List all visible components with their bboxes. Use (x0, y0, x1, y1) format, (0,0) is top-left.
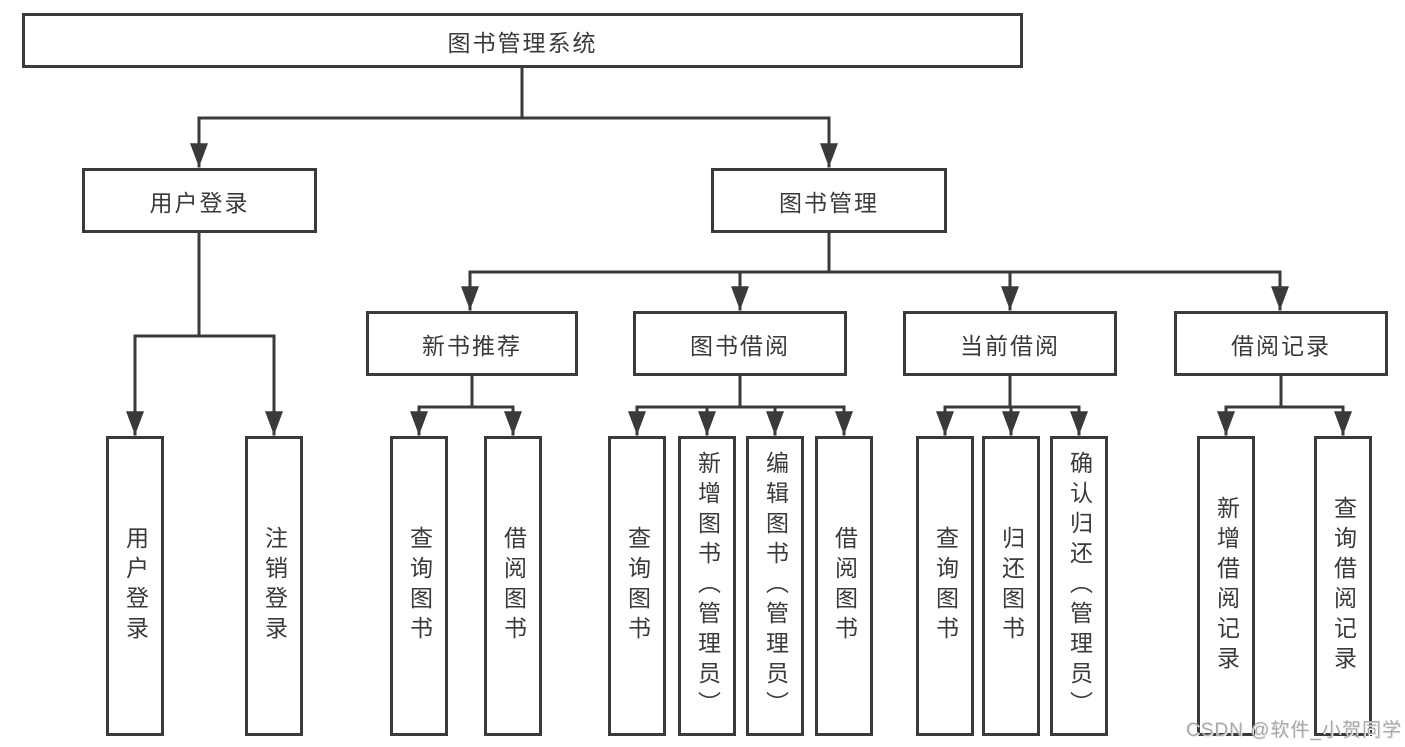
node-book-borrowing: 图书借阅 (633, 311, 847, 376)
node-borrowing-records: 借阅记录 (1174, 311, 1388, 376)
leaf-add-borrow-record-label: 新增借阅记录 (1213, 496, 1240, 676)
leaf-query-books-borrow-label: 查询图书 (624, 526, 651, 646)
node-borrowing-records-label: 借阅记录 (1231, 332, 1331, 359)
leaf-logout: 注销登录 (245, 436, 303, 736)
leaf-user-login-label: 用户登录 (122, 526, 149, 646)
leaf-add-books-admin: 新增图书（管理员） (678, 436, 736, 736)
node-root-library-system: 图书管理系统 (22, 13, 1023, 68)
leaf-query-books-recommend: 查询图书 (390, 436, 448, 736)
leaf-add-borrow-record: 新增借阅记录 (1197, 436, 1255, 736)
leaf-confirm-return-admin-label: 确认归还（管理员） (1066, 451, 1093, 721)
node-book-borrowing-label: 图书借阅 (690, 332, 790, 359)
csdn-watermark: CSDN @软件_小贺同学 (1186, 720, 1402, 741)
leaf-edit-books-admin-label: 编辑图书（管理员） (762, 451, 789, 721)
node-root-label: 图书管理系统 (447, 29, 598, 56)
node-new-book-recommendation-label: 新书推荐 (422, 332, 522, 359)
node-user-login-label: 用户登录 (149, 189, 250, 216)
node-book-management: 图书管理 (711, 168, 947, 233)
leaf-query-borrow-record: 查询借阅记录 (1314, 436, 1372, 736)
node-current-borrowing-label: 当前借阅 (960, 332, 1060, 359)
leaf-edit-books-admin: 编辑图书（管理员） (746, 436, 804, 736)
node-new-book-recommendation: 新书推荐 (366, 311, 578, 376)
leaf-return-books-label: 归还图书 (998, 526, 1025, 646)
leaf-query-books-borrow: 查询图书 (608, 436, 666, 736)
leaf-borrow-books-recommend: 借阅图书 (484, 436, 542, 736)
leaf-return-books: 归还图书 (982, 436, 1040, 736)
leaf-query-borrow-record-label: 查询借阅记录 (1330, 496, 1357, 676)
leaf-add-books-admin-label: 新增图书（管理员） (694, 451, 721, 721)
node-book-management-label: 图书管理 (779, 189, 879, 216)
leaf-confirm-return-admin: 确认归还（管理员） (1050, 436, 1108, 736)
leaf-query-books-current: 查询图书 (916, 436, 974, 736)
leaf-logout-label: 注销登录 (261, 526, 288, 646)
leaf-query-books-current-label: 查询图书 (932, 526, 959, 646)
leaf-user-login: 用户登录 (106, 436, 164, 736)
leaf-borrow-books: 借阅图书 (815, 436, 873, 736)
leaf-borrow-books-recommend-label: 借阅图书 (500, 526, 527, 646)
node-user-login: 用户登录 (82, 168, 317, 233)
node-current-borrowing: 当前借阅 (903, 311, 1117, 376)
connector-group (126, 66, 1352, 436)
leaf-borrow-books-label: 借阅图书 (831, 526, 858, 646)
leaf-query-books-recommend-label: 查询图书 (406, 526, 433, 646)
